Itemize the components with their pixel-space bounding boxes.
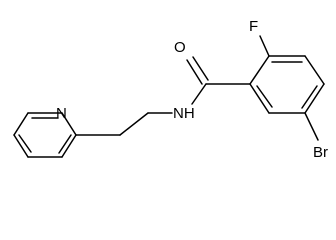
double-bond-inner <box>256 85 273 108</box>
substituent-bonds <box>259 35 319 141</box>
benzene-ring <box>249 55 325 114</box>
bromine-label: Br <box>313 144 328 161</box>
pyridine-nitrogen-label: N <box>56 105 67 122</box>
pyridine-ring <box>13 112 77 158</box>
ethyl-linker <box>75 112 173 136</box>
carbonyl-double-bond <box>192 56 209 81</box>
double-bond-inner <box>301 85 318 109</box>
bond <box>13 134 29 158</box>
bond <box>61 112 77 136</box>
bond <box>259 35 270 57</box>
double-bond-inner <box>18 134 32 153</box>
fluorine-label: F <box>249 18 258 35</box>
chemical-structure-canvas: F O NH Br N <box>13 18 329 161</box>
bond <box>249 55 270 85</box>
amide-group <box>186 56 251 105</box>
bond <box>61 134 77 158</box>
bond <box>304 83 325 114</box>
amide-nitrogen-label: NH <box>173 105 195 122</box>
bond <box>191 83 207 105</box>
double-bond-inner <box>58 134 72 154</box>
oxygen-label: O <box>174 39 186 56</box>
bond <box>119 112 149 136</box>
bond <box>13 112 29 136</box>
molecule-structure: F O NH Br N <box>13 18 328 161</box>
bond <box>304 55 325 85</box>
bond <box>304 112 319 141</box>
carbonyl-double-bond <box>186 59 203 85</box>
bond <box>249 83 270 114</box>
